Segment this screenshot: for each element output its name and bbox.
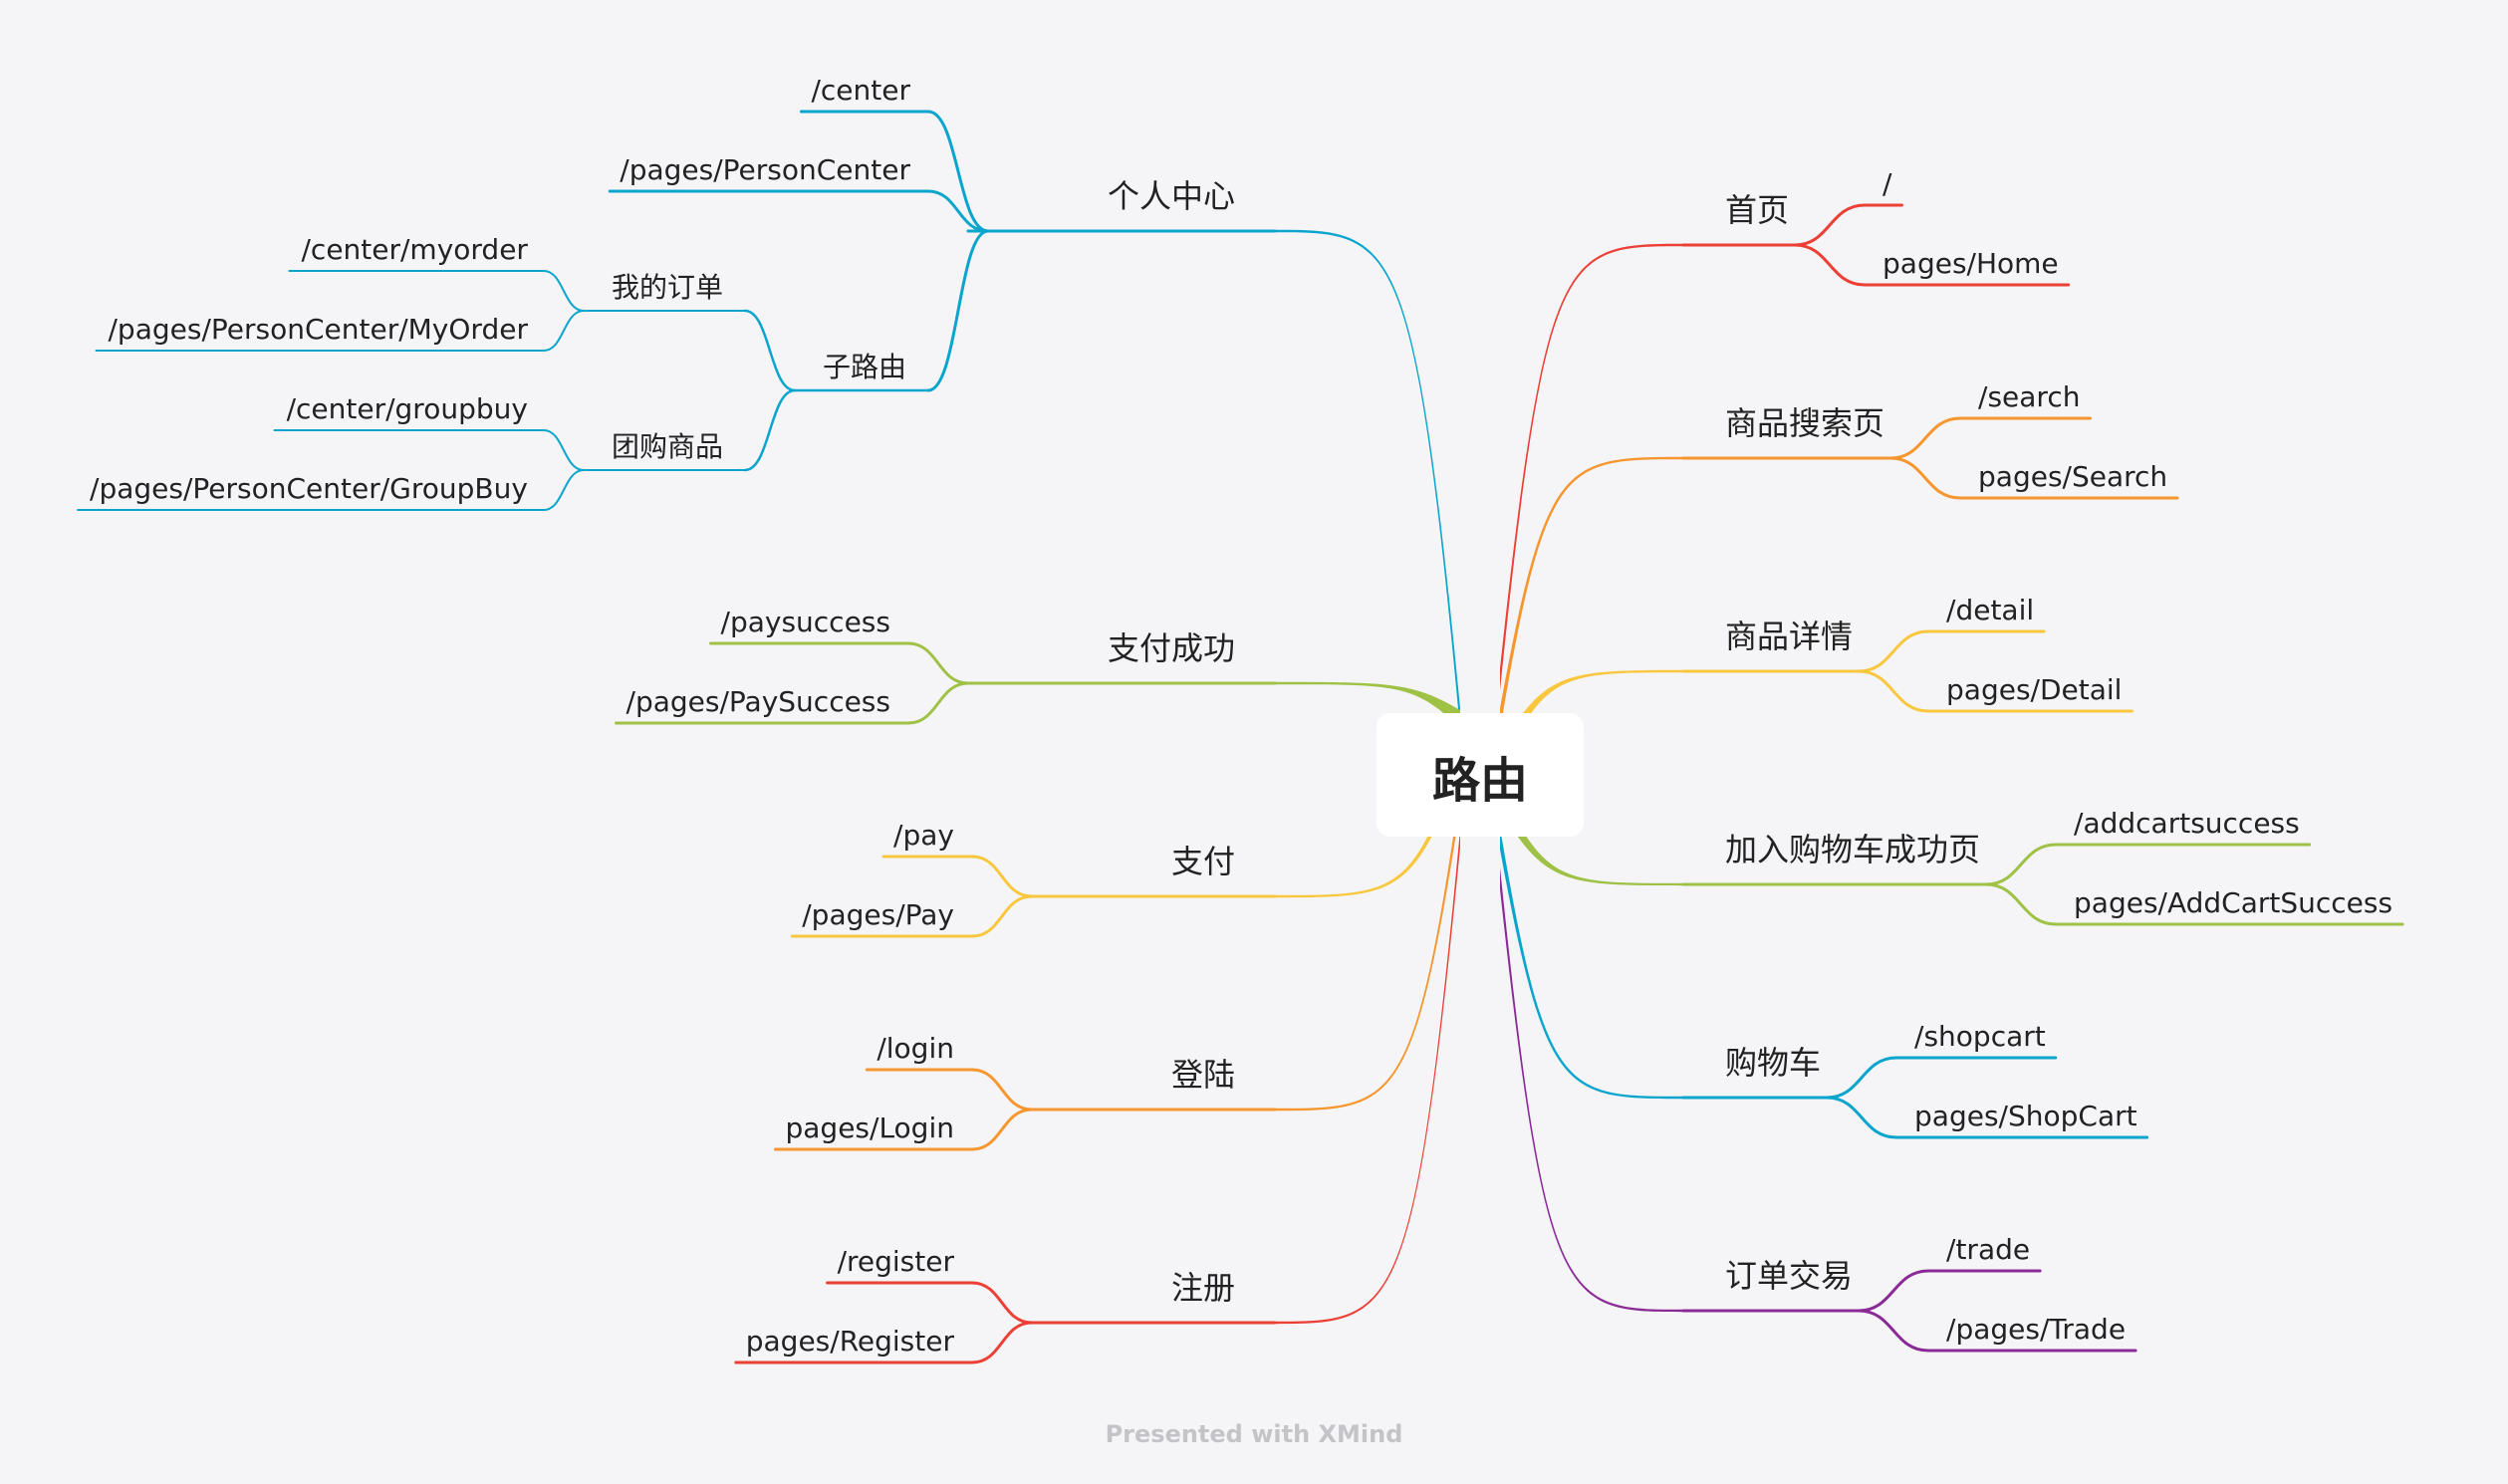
- root-node-label: 路由: [1432, 753, 1528, 809]
- left-branch-3-child-1: pages/Login: [785, 1112, 954, 1144]
- branch-1-child-0-connector: [1888, 416, 1962, 460]
- left-branch-3-child-0-connector: [970, 1068, 1034, 1112]
- footer-credit: Presented with XMind: [1106, 1420, 1403, 1448]
- branch-2-connector: [1500, 669, 1683, 770]
- sub-group-1-child-1: /pages/PersonCenter/GroupBuy: [90, 472, 528, 505]
- branch-3-child-0: /addcartsuccess: [2074, 807, 2300, 840]
- sub-route-connector: [926, 229, 990, 392]
- branch-0-child-1-connector: [1793, 243, 1867, 287]
- sub-group-1-connector: [743, 388, 797, 472]
- sub-group-1-child-0: /center/groupbuy: [287, 392, 528, 425]
- left-branch-2-child-1-connector: [970, 894, 1034, 938]
- sub-group-0-child-0: /center/myorder: [301, 233, 528, 266]
- branch-2-child-0-connector: [1857, 629, 1930, 673]
- center-child-0: /center: [811, 74, 910, 107]
- left-branch-0-topic: 个人中心: [1108, 177, 1235, 215]
- center-child-1-connector: [926, 189, 990, 233]
- branch-4-child-0: /shopcart: [1914, 1020, 2046, 1053]
- branch-5-connector: [1500, 867, 1683, 1313]
- left-branch-0-connector: [1275, 229, 1460, 731]
- branch-2-topic: 商品详情: [1725, 618, 1853, 655]
- branch-1-child-1: pages/Search: [1978, 460, 2167, 493]
- branch-3-child-1-connector: [1984, 882, 2058, 926]
- left-branch-1-topic: 支付成功: [1108, 629, 1235, 667]
- branch-5-child-0: /trade: [1946, 1233, 2030, 1266]
- left-branch-2-connector: [1275, 750, 1460, 898]
- left-branch-3-child-0: /login: [877, 1032, 954, 1065]
- sub-group-0-topic: 我的订单: [612, 271, 723, 304]
- branch-5-topic: 订单交易: [1725, 1257, 1853, 1295]
- branch-3-connector: [1500, 788, 1683, 886]
- left-branch-4-topic: 注册: [1171, 1269, 1235, 1307]
- center-child-1: /pages/PersonCenter: [620, 153, 910, 186]
- left-branch-4-child-0-connector: [970, 1281, 1034, 1325]
- sub-group-1-child-1-connector: [542, 469, 585, 511]
- left-branch-3-child-1-connector: [970, 1108, 1034, 1151]
- branch-4-child-1: pages/ShopCart: [1914, 1100, 2137, 1132]
- branch-5-child-0-connector: [1857, 1269, 1930, 1313]
- branch-2-child-1-connector: [1857, 669, 1930, 713]
- left-branch-1-connector: [1275, 681, 1460, 728]
- left-branch-1-child-0: /paysuccess: [721, 606, 890, 638]
- branch-5-child-1-connector: [1857, 1309, 1930, 1353]
- branch-0-connector: [1500, 243, 1683, 691]
- sub-route-topic: 子路由: [823, 351, 906, 383]
- branch-3-child-1: pages/AddCartSuccess: [2074, 886, 2392, 919]
- left-branch-3-topic: 登陆: [1171, 1056, 1235, 1094]
- left-branch-1-child-1-connector: [906, 681, 970, 725]
- branch-1-child-0: /search: [1978, 380, 2080, 413]
- left-branch-3-connector: [1275, 790, 1460, 1112]
- sub-group-0-child-1: /pages/PersonCenter/MyOrder: [109, 313, 529, 346]
- branch-0-topic: 首页: [1725, 191, 1789, 229]
- branch-1-topic: 商品搜索页: [1725, 404, 1884, 442]
- left-branch-2-topic: 支付: [1171, 843, 1235, 880]
- branch-1-child-1-connector: [1888, 456, 1962, 500]
- branch-4-child-1-connector: [1825, 1096, 1898, 1139]
- branch-1-connector: [1500, 456, 1683, 730]
- sub-group-1-topic: 团购商品: [612, 430, 723, 463]
- left-branch-2-child-0: /pay: [893, 819, 954, 852]
- branch-0-child-0: /: [1882, 167, 1892, 200]
- left-branch-4-child-1-connector: [970, 1321, 1034, 1364]
- branch-4-connector: [1500, 828, 1683, 1100]
- center-child-0-connector: [926, 110, 990, 233]
- left-branch-4-child-1: pages/Register: [746, 1325, 955, 1358]
- left-branch-1-child-1: /pages/PaySuccess: [627, 685, 890, 718]
- branch-3-child-0-connector: [1984, 843, 2058, 886]
- root-node: [1377, 713, 1584, 837]
- branch-0-child-0-connector: [1793, 203, 1867, 247]
- left-branch-2-child-0-connector: [970, 855, 1034, 898]
- sub-group-1-child-0-connector: [542, 429, 585, 471]
- left-branch-1-child-0-connector: [906, 641, 970, 685]
- branch-3-topic: 加入购物车成功页: [1725, 831, 1980, 868]
- branch-2-child-0: /detail: [1946, 594, 2034, 626]
- branch-4-topic: 购物车: [1725, 1044, 1821, 1082]
- branch-5-child-1: /pages/Trade: [1946, 1313, 2126, 1346]
- left-branch-2-child-1: /pages/Pay: [802, 898, 954, 931]
- branch-4-child-0-connector: [1825, 1056, 1898, 1100]
- left-branch-4-connector: [1275, 830, 1460, 1325]
- sub-group-0-child-0-connector: [542, 270, 585, 312]
- sub-group-0-connector: [743, 309, 797, 392]
- branch-2-child-1: pages/Detail: [1946, 673, 2122, 706]
- left-branch-4-child-0: /register: [838, 1245, 955, 1278]
- branch-0-child-1: pages/Home: [1882, 247, 2059, 280]
- sub-group-0-child-1-connector: [542, 310, 585, 352]
